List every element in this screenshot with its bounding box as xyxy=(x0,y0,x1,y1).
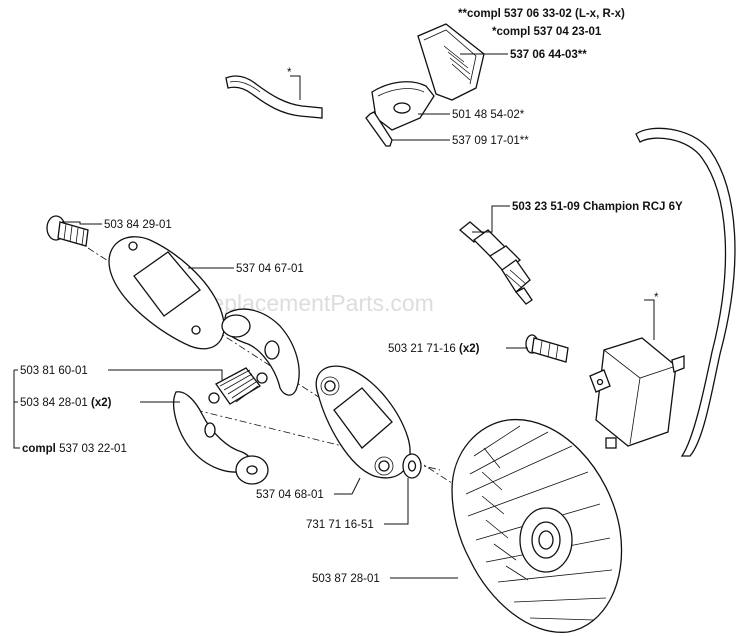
flywheel-part[interactable] xyxy=(451,418,623,633)
fuel-line-part[interactable] xyxy=(225,75,323,119)
clutch-spring-part[interactable] xyxy=(208,367,268,405)
label-731-71-16-51: 731 71 16-51 xyxy=(306,519,374,531)
label-503-21-71-16: 503 21 71-16 (x2) xyxy=(388,343,480,355)
label-537-09-17-01: 537 09 17-01** xyxy=(452,135,529,147)
label-503-87-28-01: 503 87 28-01 xyxy=(312,573,380,585)
clutch-cover-plate-part[interactable] xyxy=(108,236,225,350)
label-501-48-54-02: 501 48 54-02* xyxy=(452,109,525,121)
clutch-plate-part[interactable] xyxy=(315,365,411,479)
air-filter-cover-part[interactable] xyxy=(417,23,485,101)
air-filter-part[interactable] xyxy=(371,81,435,131)
assembly-axis-shoe xyxy=(195,409,441,471)
ignition-screw-part[interactable] xyxy=(525,334,569,363)
label-537-04-68-01: 537 04 68-01 xyxy=(256,489,324,501)
label-fuel-line-ref: * xyxy=(287,67,292,79)
label-503-23-51-09: 503 23 51-09 Champion RCJ 6Y xyxy=(512,201,683,213)
leader-lines xyxy=(13,53,655,579)
label-503-81-60-01: 503 81 60-01 xyxy=(20,365,88,377)
watermark: eReplacementParts.com xyxy=(182,290,434,316)
label-compl-537-04-23-01: *compl 537 04 23-01 xyxy=(492,26,602,38)
label-503-84-28-01: 503 84 28-01 (x2) xyxy=(20,397,112,409)
label-537-06-44-03: 537 06 44-03** xyxy=(510,49,587,61)
ignition-module-part[interactable] xyxy=(589,127,736,457)
filter-clip-part[interactable] xyxy=(365,111,393,147)
label-compl-537-03-22-01: compl 537 03 22-01 xyxy=(22,443,127,455)
spark-plug-part[interactable] xyxy=(458,221,533,305)
clutch-shoe-rear-part[interactable] xyxy=(221,308,300,396)
label-503-84-29-01: 503 84 29-01 xyxy=(104,219,172,231)
label-537-04-67-01: 537 04 67-01 xyxy=(236,263,304,275)
screw-part[interactable] xyxy=(46,215,89,247)
clutch-shoe-front-part[interactable] xyxy=(173,391,269,485)
washer-part[interactable] xyxy=(402,453,422,479)
label-compl-537-06-33-02: **compl 537 06 33-02 (L-x, R-x) xyxy=(458,8,625,20)
label-ignition-ref: * xyxy=(654,292,659,304)
